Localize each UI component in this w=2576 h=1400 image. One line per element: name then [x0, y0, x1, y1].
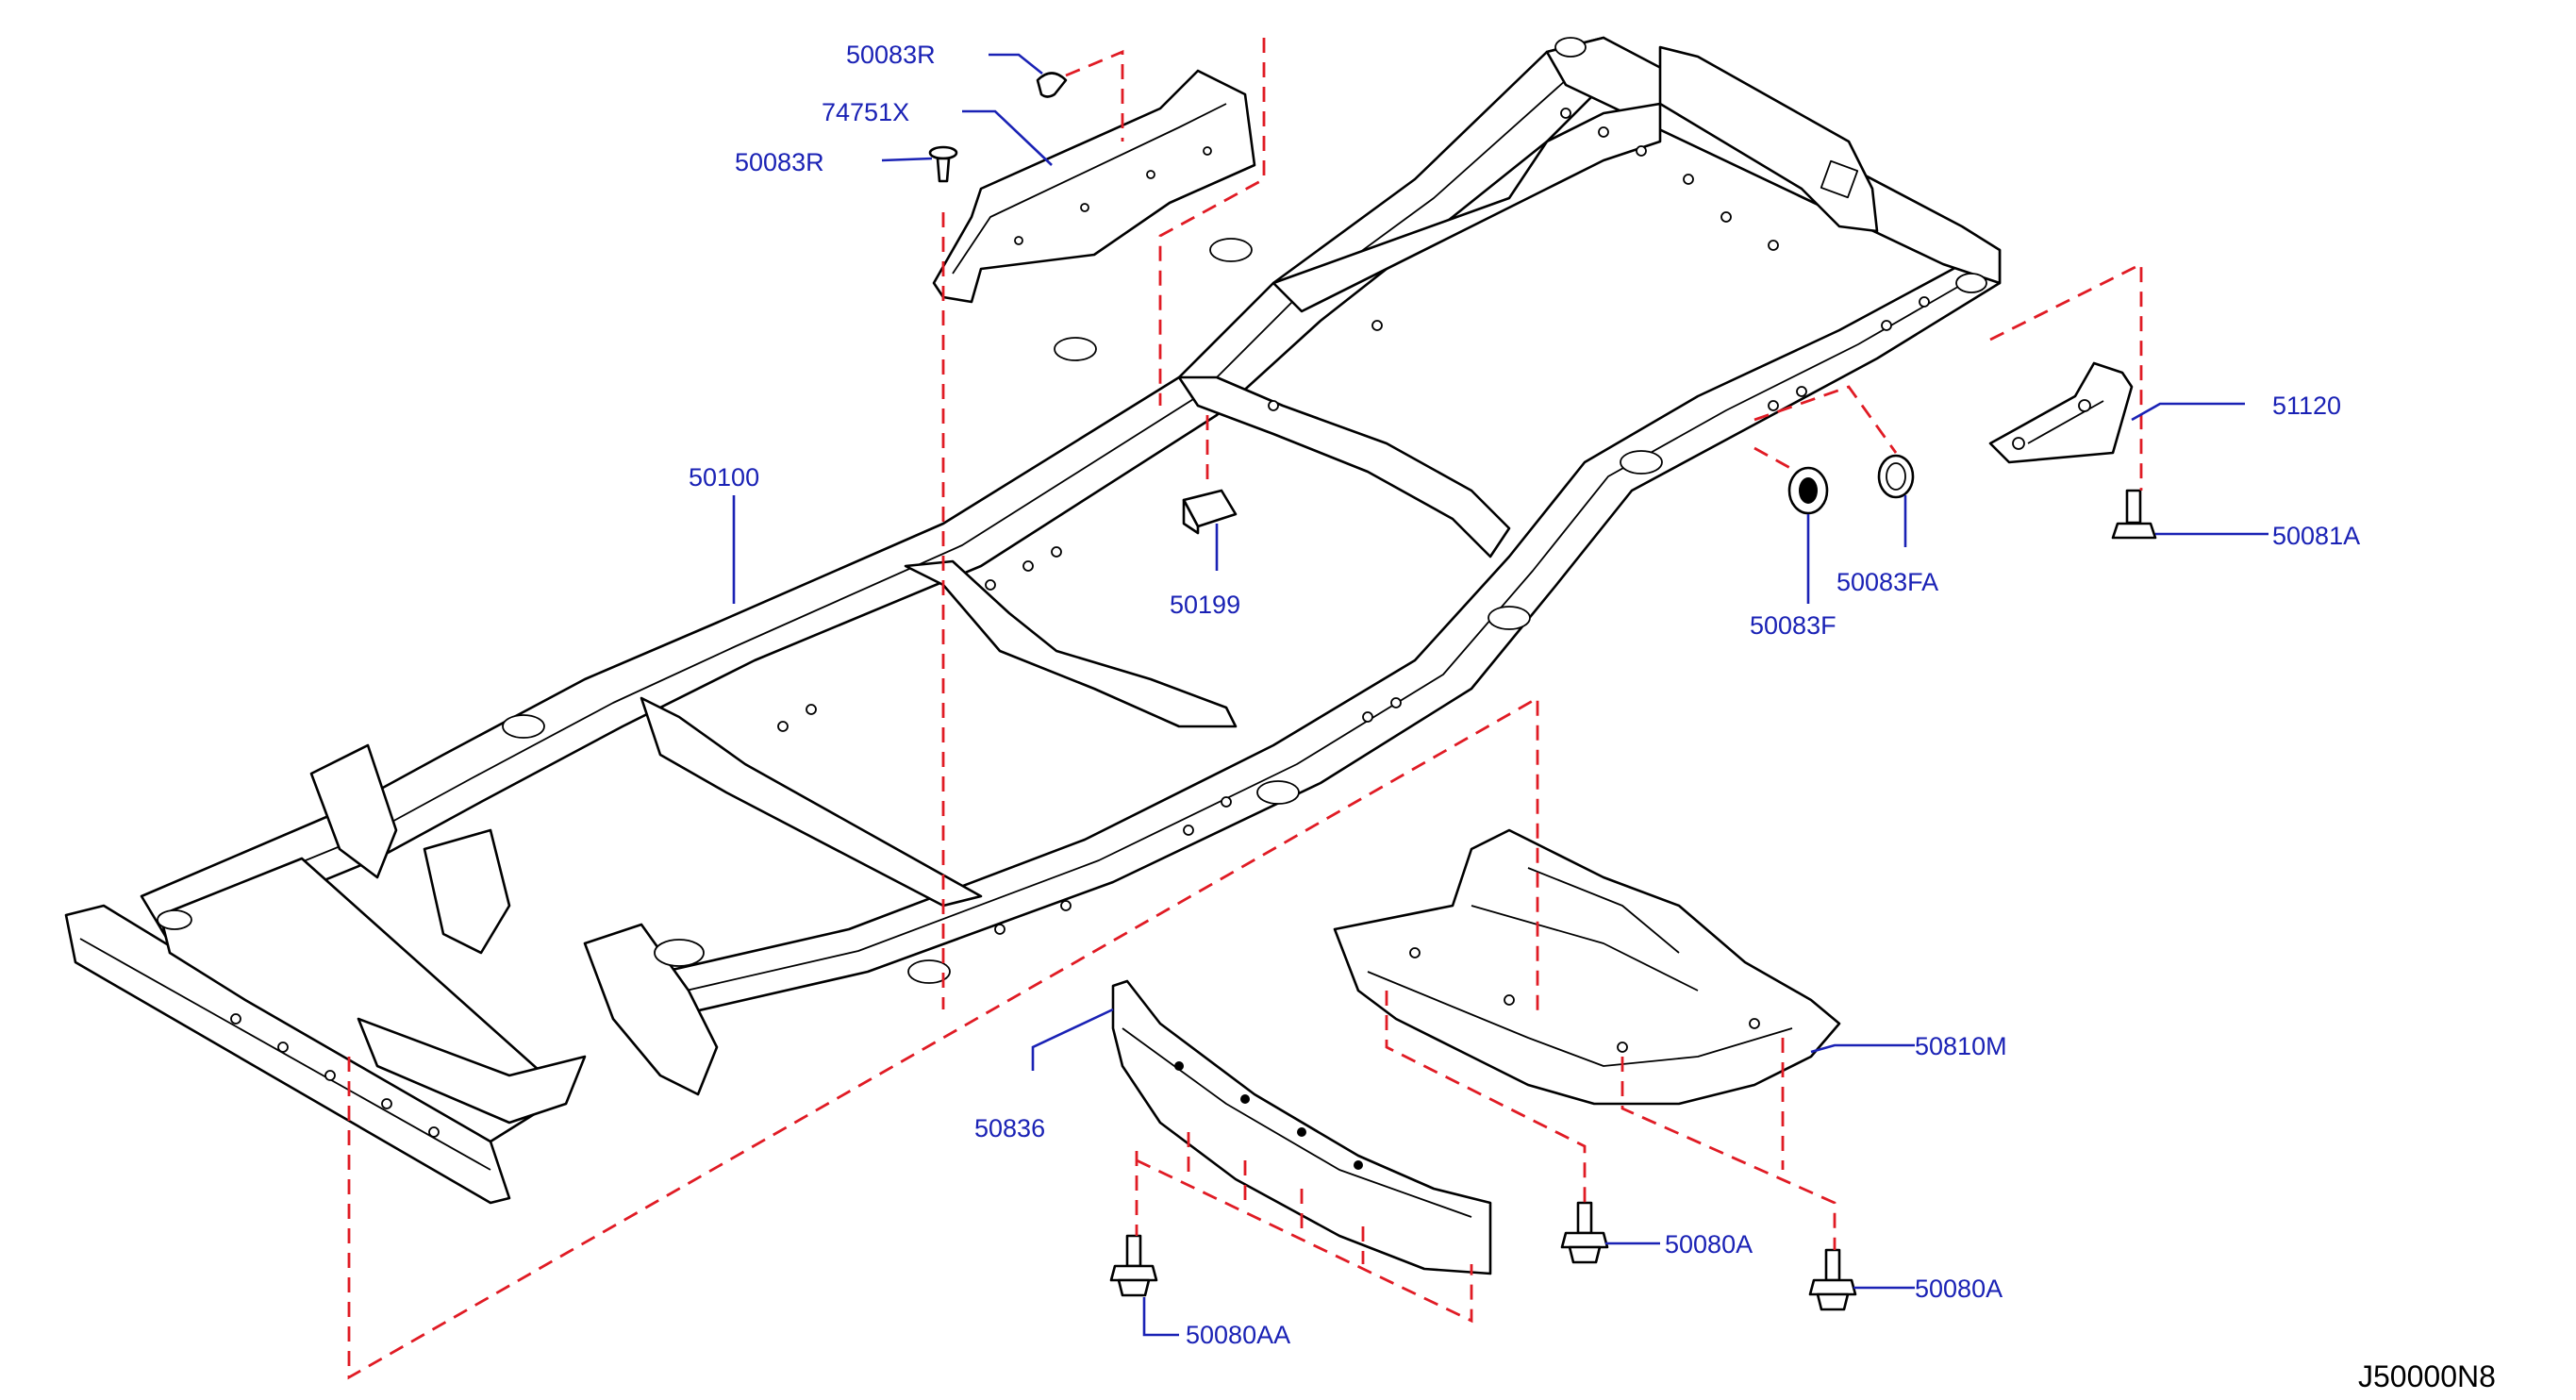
label-50100[interactable]: 50100 — [689, 463, 759, 492]
label-50836[interactable]: 50836 — [974, 1114, 1045, 1142]
diagram-code: J50000N8 — [2358, 1359, 2496, 1393]
bushing-50083F — [1787, 466, 1829, 515]
bolt-50081A — [2111, 489, 2157, 540]
clip-50083R-top — [1036, 72, 1068, 98]
block-50199 — [1182, 489, 1238, 535]
label-50080A-mid[interactable]: 50080A — [1665, 1230, 1753, 1258]
frame-assembly — [64, 36, 2002, 1205]
bolt-50080AA — [1109, 1234, 1158, 1297]
washer-50083FA — [1877, 454, 1915, 499]
frame-holes — [230, 108, 1930, 1138]
label-50199[interactable]: 50199 — [1170, 591, 1240, 619]
callout-labels: 50083R 74751X 50083R 50100 50199 51120 5… — [689, 41, 2360, 1349]
label-50080AA[interactable]: 50080AA — [1186, 1321, 1290, 1349]
bar-50836 — [1111, 979, 1492, 1275]
label-50810M[interactable]: 50810M — [1915, 1032, 2007, 1060]
label-50081A[interactable]: 50081A — [2272, 522, 2360, 550]
clip-50083R-mid — [928, 145, 958, 183]
bolt-50080A-mid — [1560, 1201, 1609, 1264]
plate-74751X — [932, 69, 1256, 304]
leader-lines — [732, 53, 2269, 1337]
label-51120[interactable]: 51120 — [2272, 392, 2341, 420]
bolt-50080A-right — [1808, 1248, 1857, 1311]
label-50083R-top[interactable]: 50083R — [846, 41, 936, 69]
bracket-51120 — [1988, 361, 2134, 464]
label-50083FA[interactable]: 50083FA — [1836, 568, 1938, 596]
label-50083F[interactable]: 50083F — [1750, 611, 1836, 640]
undercover-50810M — [1333, 828, 1841, 1106]
label-50080A-right[interactable]: 50080A — [1915, 1275, 2003, 1303]
label-50083R-mid[interactable]: 50083R — [735, 148, 824, 176]
dashed-guides — [347, 38, 2143, 1380]
label-74751X[interactable]: 74751X — [822, 98, 909, 126]
